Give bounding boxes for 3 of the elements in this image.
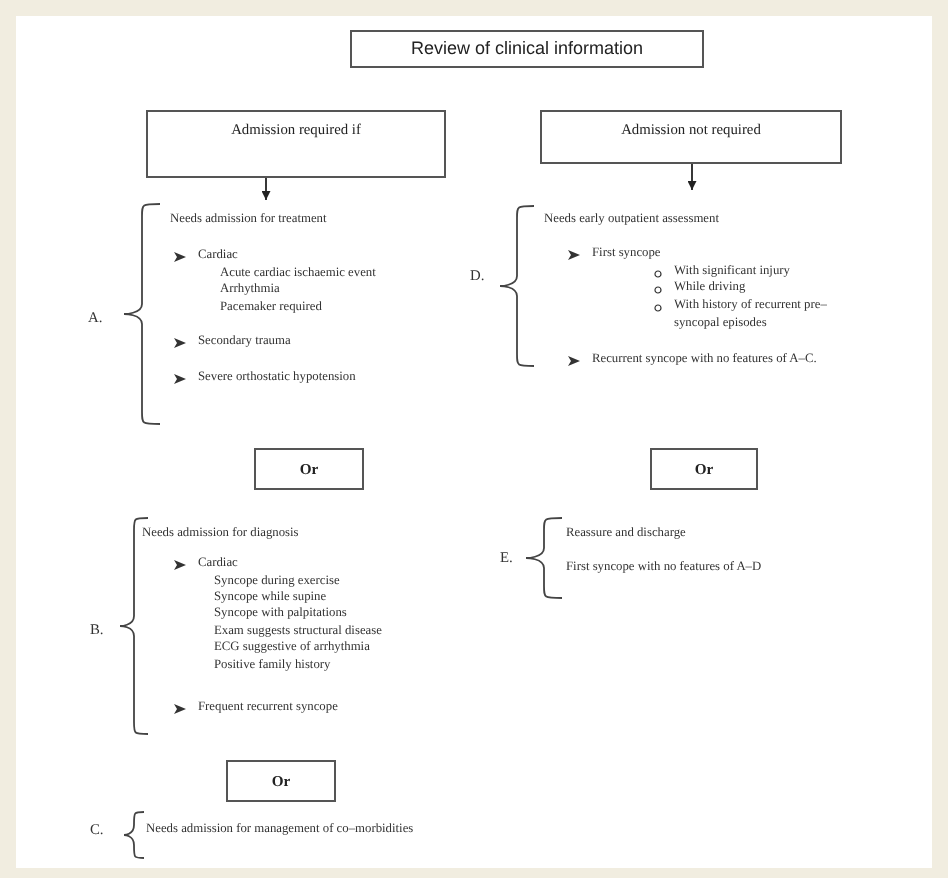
title-box: Review of clinical information <box>350 30 704 68</box>
arrow <box>687 163 697 191</box>
arrow <box>261 177 271 201</box>
